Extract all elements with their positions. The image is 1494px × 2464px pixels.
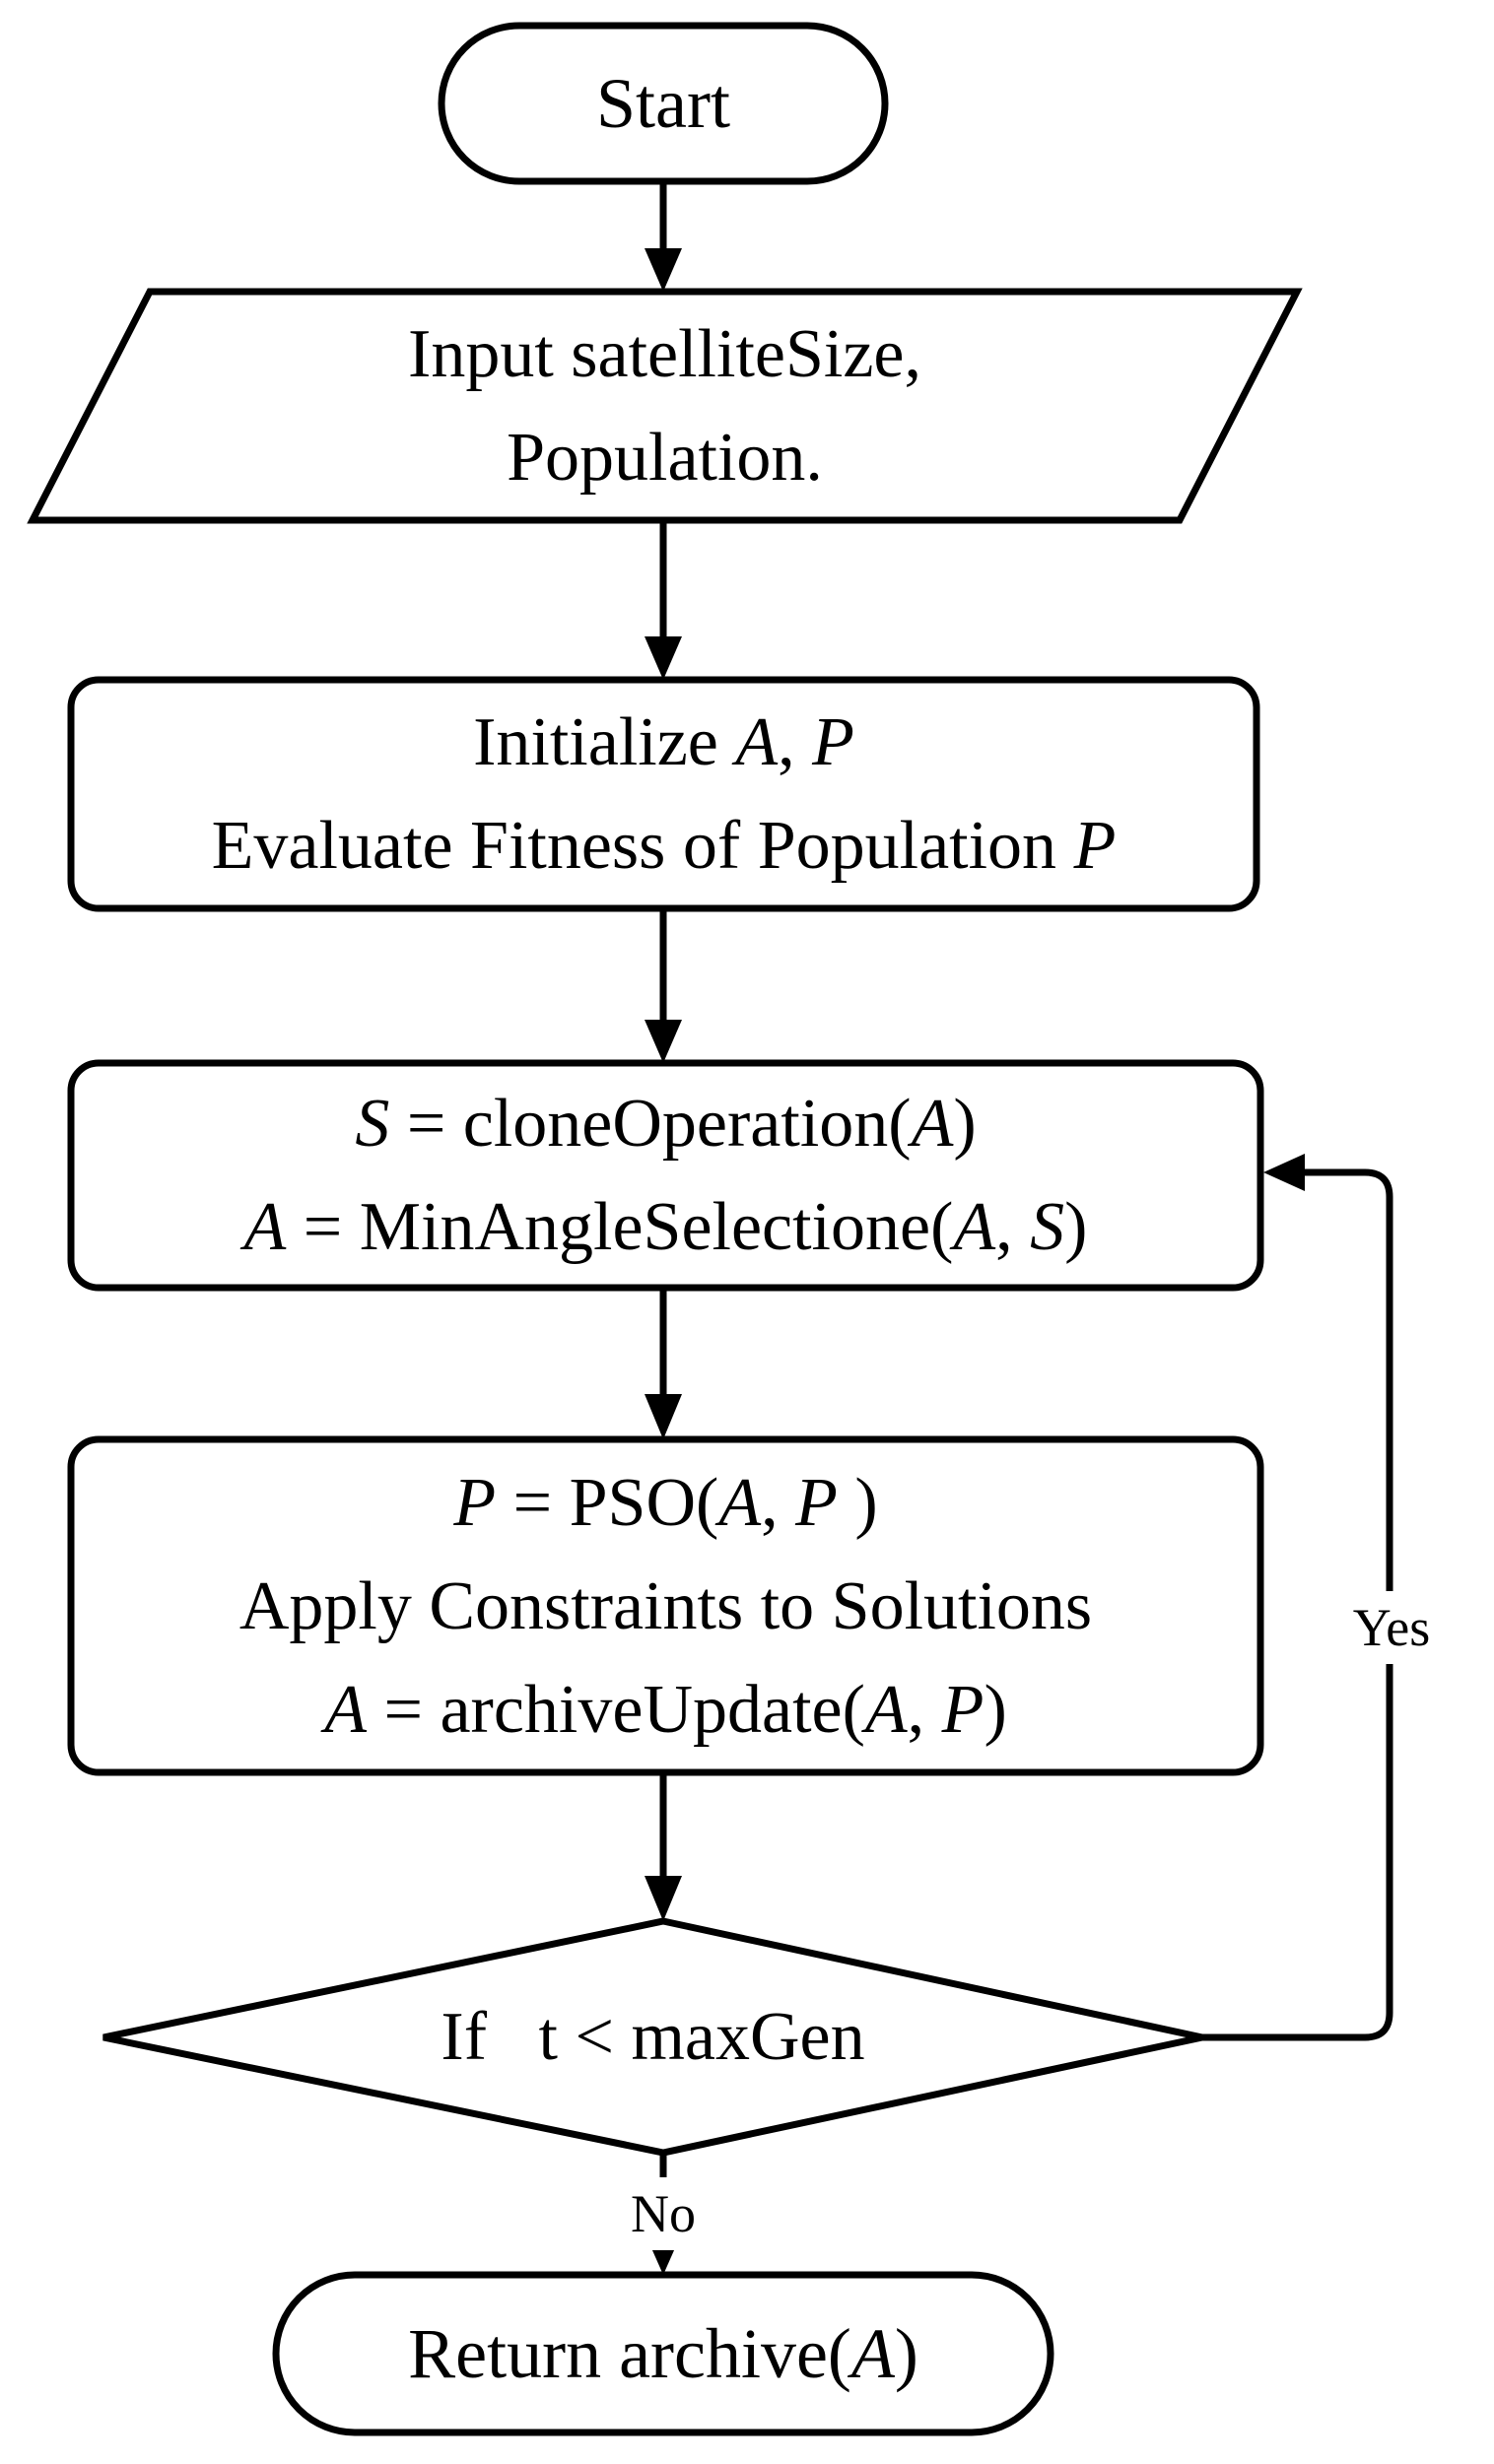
clone-selection-node-shape [67,1059,1264,1292]
arrowhead-input-to-initialize [645,636,682,680]
input-node-label: Input satelliteSize,Population. [408,316,921,496]
arrowhead-loop-to-clone [1263,1154,1305,1191]
decision-node-shape [102,1917,1203,2157]
arrowhead-initialize-to-clone [645,1020,682,1063]
input-node-shape [27,288,1303,524]
start-node-shape [438,22,889,185]
arrowhead-clone-to-pso [645,1394,682,1439]
initialize-node-shape [67,676,1260,912]
pso-update-node-label: P = PSO(A, P )Apply Constraints to Solut… [238,1464,1093,1748]
clone-selection-node-label: S = cloneOperation(A)A = MinAngleSelecti… [243,1086,1088,1265]
yes-edge-label: Yes [1344,1591,1439,1664]
arrowhead-pso-to-decision [645,1876,682,1921]
return-node-shape [272,2271,1054,2436]
arrowhead-start-to-input [645,248,682,292]
return-node-label: Return archive(A) [408,2314,918,2393]
decision-node-label: If t < maxGen [441,1999,865,2075]
pso-update-node-shape [67,1435,1264,1776]
no-edge-label: No [623,2177,704,2250]
start-node-label: Start [596,64,730,143]
